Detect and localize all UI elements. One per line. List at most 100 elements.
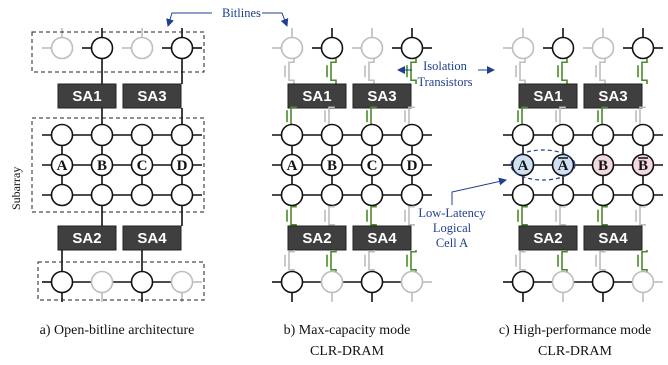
sense-amp-label: SA4 — [137, 230, 167, 247]
cell-bottom — [170, 270, 194, 294]
sense-amp-box — [583, 225, 643, 251]
sense-amp-sa1: SA1 — [518, 83, 578, 109]
bitlines-label: Bitlines — [222, 6, 261, 20]
panel-caption: b) Max-capacity mode — [284, 323, 411, 338]
panel-caption-sub: CLR-DRAM — [310, 344, 384, 359]
isolation-transistor-on — [366, 106, 377, 127]
panel-caption: c) High-performance mode — [499, 323, 651, 338]
memory-cell — [130, 123, 154, 147]
isolation-transistor-on — [366, 205, 377, 226]
cell-top — [320, 36, 344, 60]
isolation-label-line1: Isolation — [423, 59, 467, 73]
isolation-transistor-off — [284, 250, 295, 272]
memory-cell — [551, 123, 575, 147]
cell-bottom — [511, 270, 535, 294]
isolation-transistor-on — [637, 250, 648, 272]
panel-caption-sub: CLR-DRAM — [538, 344, 612, 359]
isolation-transistor-off — [404, 205, 415, 226]
isolation-transistor-off — [324, 205, 335, 226]
sense-amp-sa2: SA2 — [287, 225, 347, 251]
cell-label: B — [327, 158, 337, 174]
sense-amp-box — [518, 83, 578, 109]
bitlines-arrow-left — [166, 12, 212, 27]
sense-amp-label: SA2 — [302, 230, 331, 247]
memory-cell — [631, 123, 655, 147]
cell-label: B — [598, 158, 608, 174]
isolation-transistor-off — [595, 250, 606, 272]
cell-label: A — [57, 158, 68, 174]
isolation-transistor-on — [557, 250, 568, 272]
memory-cell — [280, 183, 304, 207]
cell-label: B — [638, 158, 648, 174]
sense-amp-label: SA4 — [598, 230, 628, 247]
memory-cell — [320, 183, 344, 207]
dashed-subarray-middle — [31, 117, 205, 213]
sense-amp-box — [122, 225, 182, 251]
memory-cell — [90, 183, 114, 207]
cell-bottom — [280, 270, 304, 294]
memory-cell — [90, 123, 114, 147]
sense-amp-label: SA3 — [367, 88, 396, 105]
sense-amp-sa2: SA2 — [518, 225, 578, 251]
subarray-label: Subarray — [9, 167, 23, 210]
isolation-transistor-on — [286, 205, 297, 226]
lowlat-label-line1: Low-Latency — [418, 206, 486, 220]
logical-cell-a-outline — [510, 149, 576, 181]
memory-cell — [130, 183, 154, 207]
sense-amp-box — [122, 83, 182, 109]
sense-amp-label: SA1 — [533, 88, 562, 105]
memory-cell — [50, 123, 74, 147]
sense-amp-box — [518, 225, 578, 251]
cell-label: A — [558, 158, 569, 174]
cell-top — [631, 36, 655, 60]
sense-amp-label: SA4 — [367, 230, 397, 247]
cell-top — [511, 36, 535, 60]
sense-amp-label: SA1 — [302, 88, 331, 105]
dashed-subarray-top — [31, 31, 205, 73]
isolation-transistor-on — [557, 58, 568, 84]
cell-top — [360, 36, 384, 60]
isolation-transistor-off — [595, 58, 606, 84]
isolation-transistor-off — [364, 58, 375, 84]
isolation-transistor-on — [326, 250, 337, 272]
bitlines-annotation: Bitlines — [166, 6, 289, 27]
isolation-transistor-on — [517, 106, 528, 127]
cell-label: D — [407, 158, 418, 174]
memory-cell — [551, 183, 575, 207]
sense-amp-sa2: SA2 — [57, 225, 117, 251]
sense-amp-sa4: SA4 — [352, 225, 412, 251]
cell-top — [400, 36, 424, 60]
isolation-annotation: Isolation Transistors — [397, 59, 495, 89]
memory-cell — [360, 183, 384, 207]
cell-top — [130, 36, 154, 60]
sense-amp-box — [352, 83, 412, 109]
lowlat-arrow — [451, 177, 507, 205]
cell-top — [90, 36, 114, 60]
memory-cell — [50, 183, 74, 207]
cell-top — [591, 36, 615, 60]
cell-label: C — [367, 158, 378, 174]
isolation-transistor-on — [326, 58, 337, 84]
isolation-transistor-on — [597, 106, 608, 127]
memory-cell — [591, 183, 615, 207]
cell-top — [170, 36, 194, 60]
cell-bottom — [90, 270, 114, 294]
isolation-transistor-off — [635, 106, 646, 127]
subarray-annotation: Subarray — [9, 167, 23, 210]
sense-amp-sa3: SA3 — [122, 83, 182, 109]
sense-amp-sa3: SA3 — [583, 83, 643, 109]
isolation-transistor-off — [555, 106, 566, 127]
cell-top — [551, 36, 575, 60]
cell-bottom — [320, 270, 344, 294]
cell-bottom — [591, 270, 615, 294]
cell-label: A — [287, 158, 298, 174]
cell-bottom — [551, 270, 575, 294]
sense-amp-sa1: SA1 — [287, 83, 347, 109]
cell-label: C — [137, 158, 148, 174]
isolation-transistor-on — [517, 205, 528, 226]
cell-bottom — [50, 270, 74, 294]
sense-amp-box — [57, 83, 117, 109]
